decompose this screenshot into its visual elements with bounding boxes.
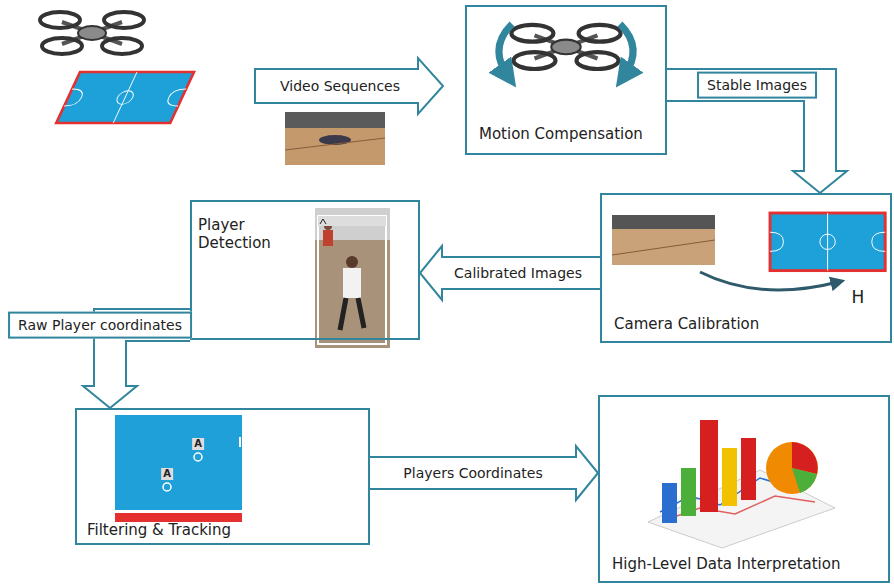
- arrow-label: Players Coordinates: [395, 462, 550, 485]
- arrow-body: [440, 258, 600, 288]
- chart-bar: [662, 483, 677, 523]
- video-frame: [285, 112, 385, 165]
- court-icon: [770, 213, 885, 271]
- bounding-box-mark: [320, 219, 326, 224]
- block-arrow: [255, 58, 443, 114]
- video-frame-line: [285, 138, 385, 150]
- court-icon: [56, 72, 194, 123]
- drone-icon: [40, 12, 144, 54]
- chart-pie: [766, 442, 818, 494]
- process-box: Motion Compensation: [465, 5, 667, 155]
- arrow-label: Raw Player coordinates: [8, 312, 192, 339]
- arrow-label: Stable Images: [697, 72, 817, 99]
- arrow-head: [793, 171, 847, 193]
- rotation-arrow: [499, 24, 512, 76]
- chart-pie-slice: [792, 468, 817, 493]
- camera-frame-line: [612, 240, 715, 255]
- matrix-symbol: H: [844, 284, 873, 310]
- player-figure: [323, 230, 333, 246]
- box-title: High-Level Data Interpretation: [612, 555, 840, 573]
- player-marker: A: [192, 438, 204, 450]
- box-title: Filtering & Tracking: [87, 521, 231, 539]
- block-arrow: [370, 446, 598, 500]
- drone-icon: [511, 25, 620, 69]
- court-area: [115, 415, 242, 510]
- player-marker: A: [161, 468, 173, 480]
- chart-bar: [741, 438, 756, 500]
- chart-bar: [722, 448, 737, 506]
- player-figure: [343, 268, 361, 298]
- box-title: Camera Calibration: [614, 315, 759, 333]
- camera-frame: [612, 215, 715, 265]
- box-title: Motion Compensation: [479, 125, 643, 143]
- arrow-body: [370, 458, 578, 488]
- bounding-box: [318, 216, 386, 344]
- player-position: [194, 453, 202, 461]
- detection-frame: [315, 208, 390, 348]
- court-border: [115, 513, 242, 522]
- arrow-label: Calibrated Images: [446, 262, 590, 285]
- rotation-arrow: [620, 24, 633, 76]
- video-frame-wall: [285, 112, 385, 128]
- arrow-label: Video Sequences: [272, 75, 408, 98]
- box-title: Player Detection: [198, 216, 303, 252]
- camera-frame-wall: [612, 215, 715, 229]
- homography-arrow: [700, 272, 838, 290]
- block-arrow: [667, 85, 847, 193]
- process-box: High-Level Data Interpretation: [598, 395, 890, 583]
- player-position: [163, 483, 171, 491]
- chart-bar: [681, 468, 696, 516]
- player-figure: [340, 298, 364, 330]
- block-arrow: [420, 246, 600, 300]
- arrow-head: [420, 246, 442, 300]
- bounding-box-tab: [318, 216, 386, 226]
- process-box: Camera Calibration: [600, 193, 892, 343]
- process-box: Player Detection: [190, 200, 420, 340]
- player-figure: [346, 256, 358, 268]
- process-box: Filtering & Tracking: [75, 408, 370, 545]
- court-line: [239, 437, 241, 447]
- chart-bar: [700, 420, 718, 512]
- arrow-head: [83, 386, 137, 408]
- arrow-head: [576, 446, 598, 500]
